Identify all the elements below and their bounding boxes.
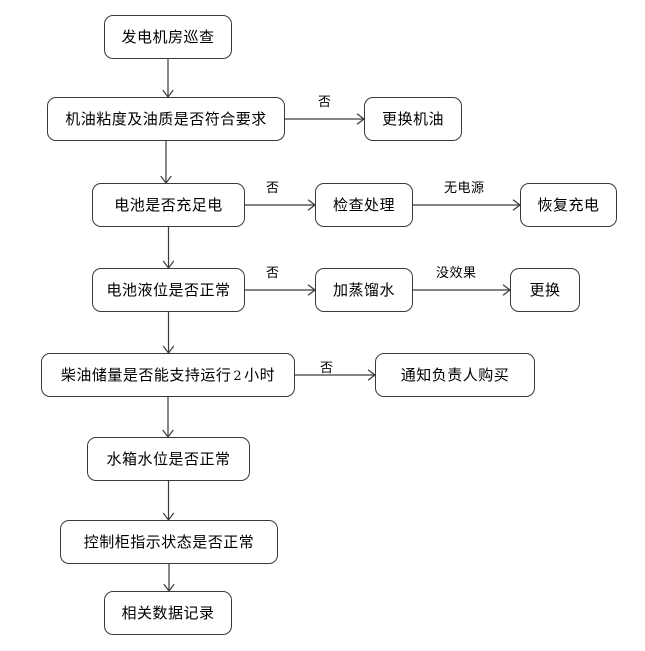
node-label: 检查处理	[332, 195, 395, 214]
node-label: 电池液位是否正常	[106, 280, 231, 299]
node-oil-viscosity-check[interactable]: 机油粘度及油质是否符合要求	[47, 97, 285, 141]
node-label-number: 2	[233, 368, 243, 384]
node-inspect-and-handle[interactable]: 检查处理	[315, 183, 413, 227]
node-label: 发电机房巡查	[121, 27, 215, 46]
node-label: 水箱水位是否正常	[106, 449, 231, 468]
node-battery-fluid-level-check[interactable]: 电池液位是否正常	[92, 268, 245, 312]
node-label: 更换机油	[381, 109, 444, 128]
edge-label-no-diesel: 否	[320, 361, 334, 376]
node-label: 加蒸馏水	[332, 280, 395, 299]
node-add-distilled-water[interactable]: 加蒸馏水	[315, 268, 413, 312]
node-replace-engine-oil[interactable]: 更换机油	[364, 97, 462, 141]
edge-label-no-power-source: 无电源	[444, 181, 485, 196]
node-generator-room-inspection[interactable]: 发电机房巡查	[104, 15, 232, 59]
node-notify-purchaser[interactable]: 通知负责人购买	[375, 353, 535, 397]
node-label: 更换	[529, 280, 561, 299]
node-water-tank-level-check[interactable]: 水箱水位是否正常	[87, 437, 250, 481]
node-label-pre: 柴油储量是否能支持运行	[60, 365, 232, 384]
node-label: 相关数据记录	[121, 603, 215, 622]
node-label: 电池是否充足电	[114, 195, 223, 214]
edge-label-no-battery: 否	[266, 181, 280, 196]
node-record-related-data[interactable]: 相关数据记录	[104, 591, 232, 635]
node-label-post: 小时	[244, 365, 276, 384]
node-label: 通知负责人购买	[400, 365, 510, 384]
node-label: 恢复充电	[537, 195, 600, 214]
edge-label-no-effect: 没效果	[436, 266, 477, 281]
edge-label-no-fluid: 否	[266, 266, 280, 281]
node-label: 机油粘度及油质是否符合要求	[65, 109, 267, 128]
node-replace[interactable]: 更换	[510, 268, 580, 312]
edge-label-no-oil: 否	[318, 95, 332, 110]
node-restore-charging[interactable]: 恢复充电	[520, 183, 617, 227]
node-control-cabinet-status-check[interactable]: 控制柜指示状态是否正常	[60, 520, 278, 564]
node-label: 控制柜指示状态是否正常	[83, 532, 255, 551]
node-battery-charged-check[interactable]: 电池是否充足电	[92, 183, 245, 227]
